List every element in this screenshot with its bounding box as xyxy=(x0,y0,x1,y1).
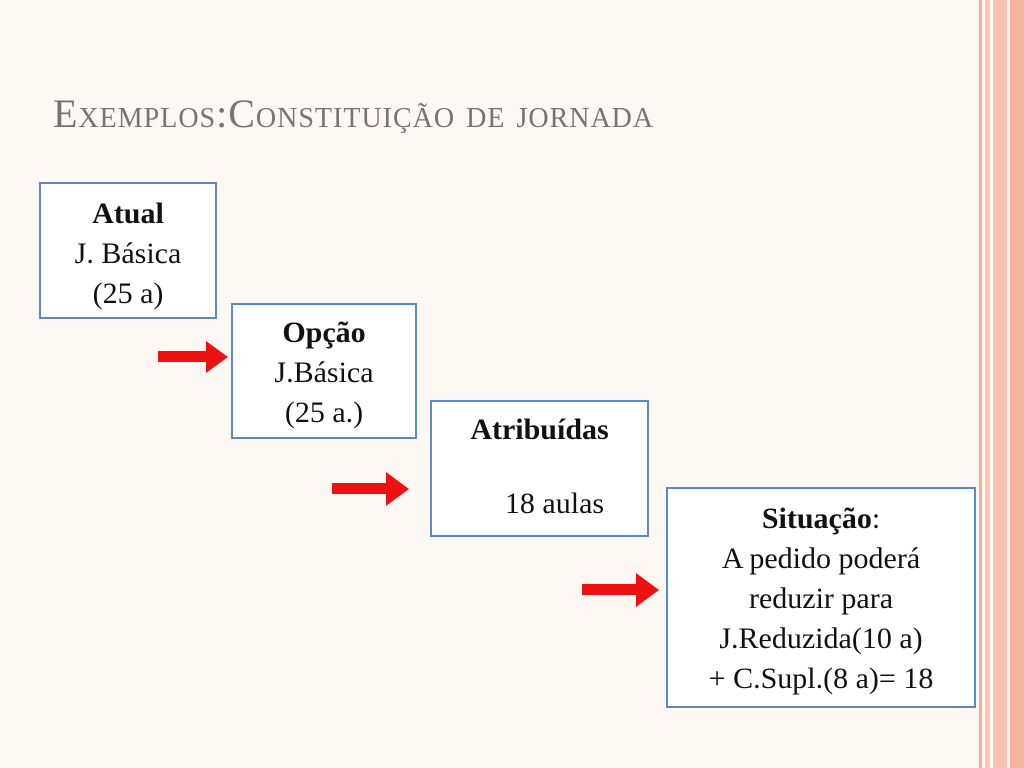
right-arrow-icon xyxy=(332,472,409,506)
box-heading-row: Situação: xyxy=(668,499,974,539)
box-line: + C.Supl.(8 a)= 18 xyxy=(708,662,934,695)
box-atual: Atual J. Básica (25 a) xyxy=(39,182,217,319)
heading-colon: : xyxy=(871,502,881,535)
border-stripe xyxy=(985,0,990,768)
box-heading: Atribuídas xyxy=(470,413,609,446)
border-stripe xyxy=(1010,0,1024,768)
box-situacao: Situação: A pedido poderá reduzir para J… xyxy=(666,487,976,708)
box-line: (25 a.) xyxy=(284,396,364,429)
box-line: J.Básica xyxy=(274,356,374,389)
box-line: J.Reduzida(10 a) xyxy=(719,622,923,655)
box-line: (25 a) xyxy=(92,277,164,310)
box-heading: Situação xyxy=(761,502,872,535)
slide-title: Exemplos:Constituição de jornada xyxy=(53,91,655,136)
box-line: reduzir para xyxy=(748,582,894,615)
border-stripe xyxy=(993,0,1007,768)
border-stripe xyxy=(979,0,982,768)
box-atribuidas: Atribuídas 18 aulas xyxy=(430,400,649,537)
box-line: J. Básica xyxy=(74,237,182,270)
box-heading: Atual xyxy=(92,197,164,230)
box-opcao: Opção J.Básica (25 a.) xyxy=(231,303,417,439)
right-arrow-icon xyxy=(158,341,228,373)
box-heading: Opção xyxy=(282,316,366,349)
box-value: 18 aulas xyxy=(504,487,605,520)
right-arrow-icon xyxy=(582,573,659,607)
box-line: A pedido poderá xyxy=(721,542,921,575)
